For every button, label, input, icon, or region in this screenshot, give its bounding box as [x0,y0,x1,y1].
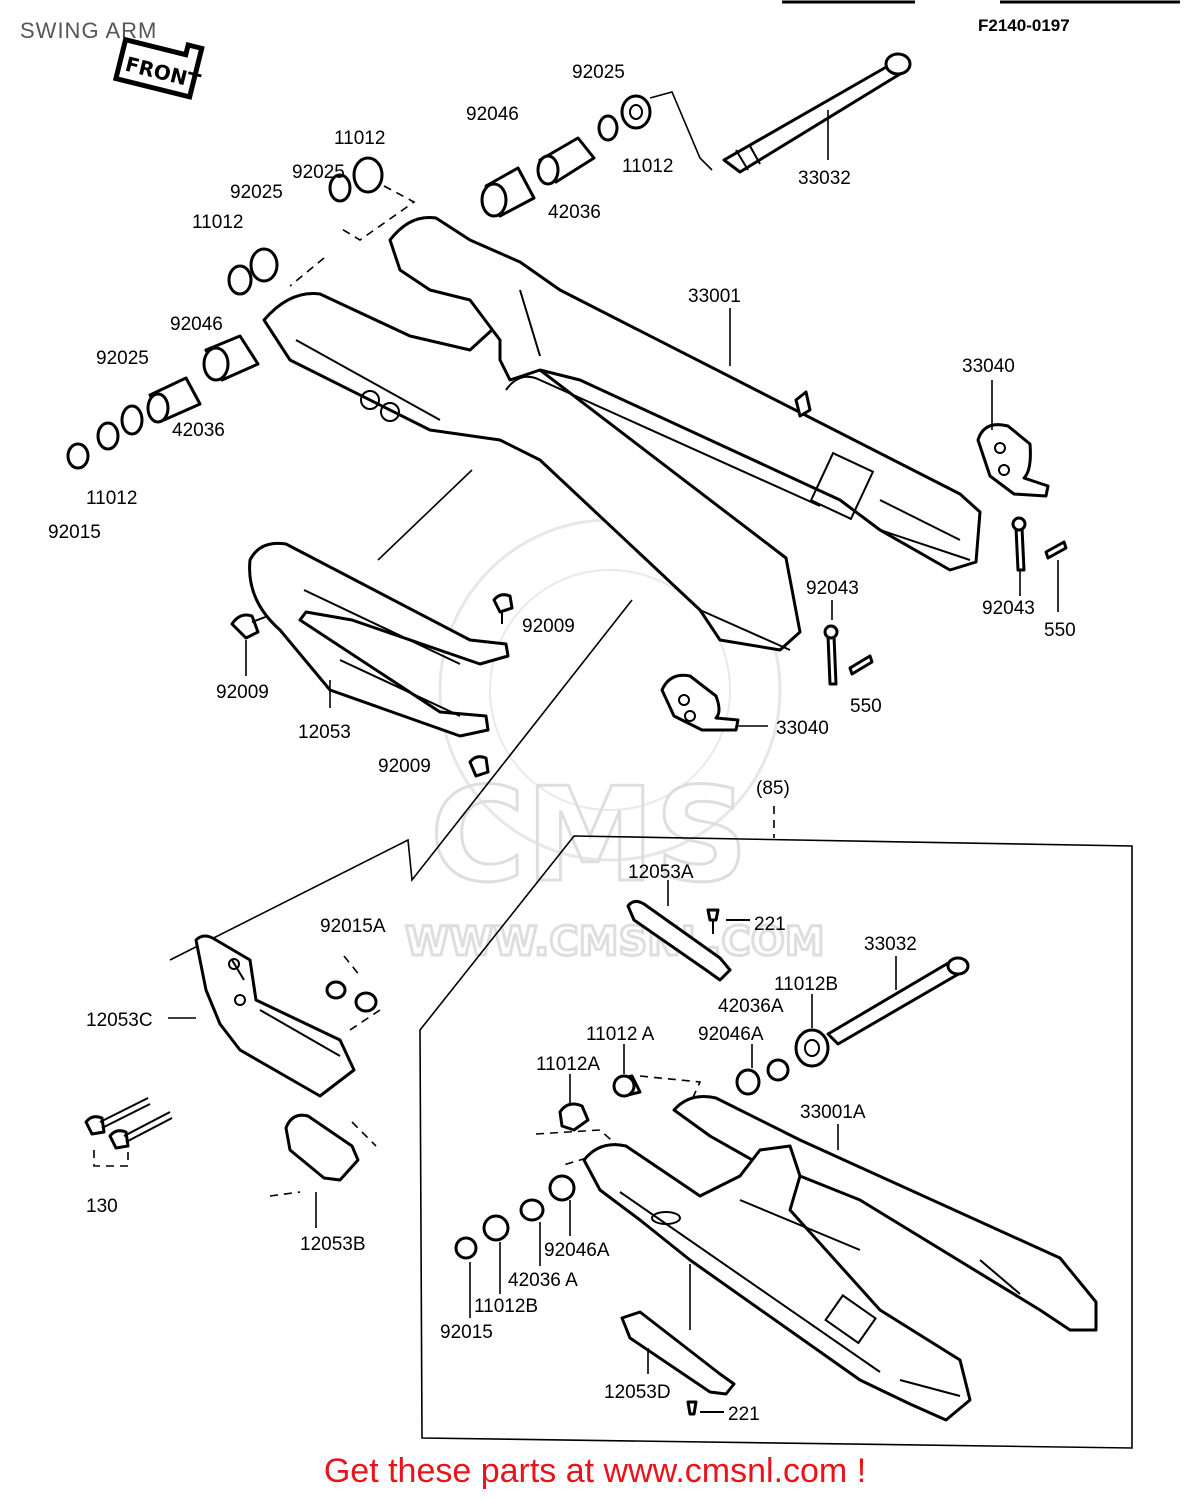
part-label: 42036 [548,202,601,223]
part-label: 11012B [774,974,838,995]
chain-guide-12053 [248,541,510,738]
chain-guide-12053C [194,934,356,1098]
watermark-brand: CMS [430,759,748,911]
part-label: 12053 [298,722,351,743]
part-label: 92043 [982,598,1035,619]
part-label: 12053C [86,1010,153,1031]
part-label: 92025 [230,182,283,203]
part-label: 33040 [776,718,829,739]
part-label: 11012 [86,488,137,509]
part-label: 92046 [170,314,223,335]
part-label: 11012 [192,212,243,233]
part-label: 12053A [628,862,694,883]
part-label: 12053D [604,1382,671,1403]
part-label: 92043 [806,578,859,599]
part-label: 92046A [698,1024,764,1045]
part-label: 11012 A [586,1024,655,1045]
part-label: 33032 [864,934,917,955]
part-label: 33001 [688,286,741,307]
washer-92025 [597,114,619,142]
part-label: 92009 [522,616,575,637]
part-label: 42036A [718,996,784,1017]
part-label: 11012 [622,156,673,177]
swing-arm-33001A [582,1095,1098,1422]
footer-promo-text[interactable]: Get these parts at www.cmsnl.com ! [323,1452,867,1490]
part-labels-lower: 92015A 12053C 130 12053B 12053A 221 3303… [86,862,917,1425]
part-label: 92046A [544,1240,610,1261]
part-label: 11012 [334,128,385,149]
watermark: CMS WWW.CMSNL.COM [404,518,826,967]
part-label: 550 [1044,620,1076,641]
diagram-code: F2140-0197 [978,16,1070,35]
front-label: FRONT [123,52,203,94]
chain-adjuster-33040-left [660,673,740,732]
front-direction-icon: FRONT [112,36,205,100]
pivot-shaft-33032-low [826,960,964,1046]
part-label: 92015 [48,522,101,543]
part-label: 12053B [300,1234,366,1255]
oil-seal-11012 [620,94,652,130]
part-label: 42036 [172,420,225,441]
part-label: 11012B [474,1296,538,1317]
part-label: 221 [754,914,786,935]
watermark-url: WWW.CMSNL.COM [405,919,825,965]
part-label: 33001A [800,1102,866,1123]
part-label: 33040 [962,356,1015,377]
part-label: 92046 [466,104,519,125]
chain-guide-12053B [284,1113,360,1182]
chain-slider-12053D [620,1310,736,1396]
part-label: 92025 [572,62,625,83]
part-label: 92015 [440,1322,493,1343]
swing-arm-pivot-shaft [722,52,912,174]
part-label: 92009 [378,756,431,777]
part-label: 11012A [536,1054,600,1075]
part-label: 92009 [216,682,269,703]
part-label: 92015A [320,916,386,937]
part-label: 92025 [96,348,149,369]
part-label: 33032 [798,168,851,189]
part-label: 130 [86,1196,118,1217]
swing-arm-33001 [262,215,982,652]
variant-label: (85) [756,778,790,799]
part-label: 92025 [292,162,345,183]
part-labels-upper: 33032 92025 11012 92046 42036 11012 9202… [48,62,1076,777]
part-label: 550 [850,696,882,717]
diagram-title: SWING ARM [20,18,157,43]
chain-slider-12053A [626,899,732,982]
part-label: 42036 A [508,1270,578,1291]
chain-adjuster-33040-right [976,423,1050,498]
part-label: 221 [728,1404,760,1425]
